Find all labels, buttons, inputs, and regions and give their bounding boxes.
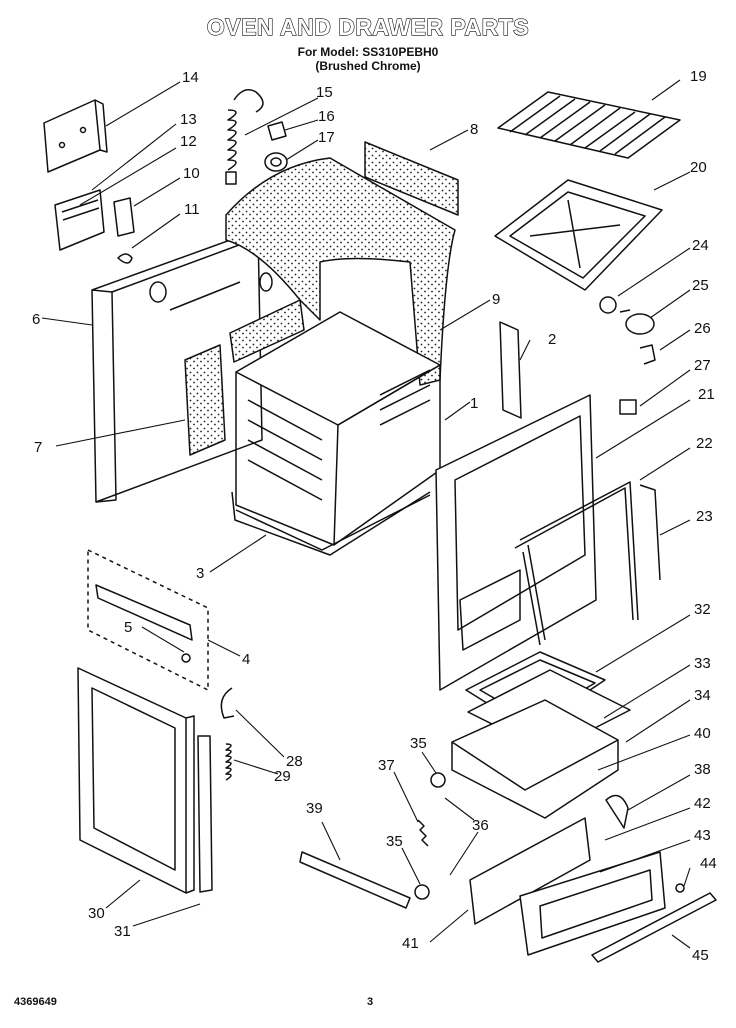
- part-label-12: 12: [180, 133, 197, 150]
- part-label-39: 39: [306, 800, 323, 817]
- part-label-17: 17: [318, 129, 335, 146]
- part-label-1: 1: [470, 395, 478, 412]
- part-15-cable: [225, 89, 264, 185]
- part-29-spring: [225, 743, 232, 781]
- part-40-drawer-body: [451, 699, 619, 819]
- part-number-labels: 1234567891011121314151617192021222324252…: [32, 68, 717, 964]
- part-30-oven-door: [77, 667, 195, 894]
- part-39-drawer-rail: [299, 851, 411, 909]
- part-11-grommet: [117, 253, 133, 264]
- part-28-hinge: [220, 687, 235, 719]
- part-label-38: 38: [694, 761, 711, 778]
- part-label-15: 15: [316, 84, 333, 101]
- part-label-21: 21: [698, 386, 715, 403]
- part-label-44: 44: [700, 855, 717, 872]
- part-22-23-gasket: [514, 481, 661, 646]
- part-label-30: 30: [88, 905, 105, 922]
- finish-line: (Brushed Chrome): [315, 59, 421, 73]
- part-12-13-strips: [54, 189, 105, 251]
- part-label-26: 26: [694, 320, 711, 337]
- part-label-31: 31: [114, 923, 131, 940]
- part-16-clip: [267, 121, 287, 141]
- part-41-drawer-panel: [469, 817, 591, 925]
- part-21-front-frame: [435, 394, 597, 691]
- part-label-45: 45: [692, 947, 709, 964]
- part-label-32: 32: [694, 601, 711, 618]
- part-31-door-trim: [197, 735, 213, 893]
- part-43-drawer-front: [519, 851, 666, 956]
- part-26-clip: [639, 344, 656, 365]
- part-label-7: 7: [34, 439, 42, 456]
- part-3-bottom-panel: [235, 494, 431, 551]
- part-label-13: 13: [180, 111, 197, 128]
- part-7-insulation: [184, 299, 305, 456]
- part-label-41: 41: [402, 935, 419, 952]
- part-label-35: 35: [386, 833, 403, 850]
- part-label-6: 6: [32, 311, 40, 328]
- leader-lines: [41, 79, 691, 949]
- part-label-28: 28: [286, 753, 303, 770]
- oven-cavity: [231, 311, 441, 556]
- part-label-33: 33: [694, 655, 711, 672]
- part-label-19: 19: [690, 68, 707, 85]
- part-label-29: 29: [274, 768, 291, 785]
- part-label-35: 35: [410, 735, 427, 752]
- part-38-latch: [605, 794, 629, 829]
- part-label-16: 16: [318, 108, 335, 125]
- model-line: For Model: SS310PEBH0: [297, 45, 439, 59]
- part-label-25: 25: [692, 277, 709, 294]
- page-number: 3: [367, 996, 374, 1008]
- part-37-spring: [417, 819, 429, 847]
- part-44-screw: [675, 883, 685, 893]
- part-label-22: 22: [696, 435, 713, 452]
- part-27-pad: [619, 399, 637, 415]
- part-label-40: 40: [694, 725, 711, 742]
- part-19-oven-rack: [497, 91, 681, 159]
- part-label-23: 23: [696, 508, 713, 525]
- part-label-43: 43: [694, 827, 711, 844]
- part-10-clip: [113, 197, 135, 237]
- part-label-14: 14: [182, 69, 199, 86]
- diagram-title: OVEN AND DRAWER PARTS: [206, 13, 530, 40]
- part-label-5: 5: [124, 619, 132, 636]
- part-label-11: 11: [184, 201, 200, 218]
- part-label-37: 37: [378, 757, 395, 774]
- part-label-4: 4: [242, 651, 250, 668]
- part-label-27: 27: [694, 357, 711, 374]
- part-label-8: 8: [470, 121, 478, 138]
- part-24-25-light-bulb: [599, 296, 655, 335]
- part-8-insulation-strip: [364, 141, 459, 216]
- part-45-drawer-trim: [591, 892, 717, 963]
- part-17-nut: [264, 152, 288, 172]
- part-4-5-vent-trim: [87, 549, 209, 691]
- part-2-plate: [499, 321, 522, 419]
- part-20-broiler-pan: [494, 179, 663, 291]
- part-label-34: 34: [694, 687, 711, 704]
- part-label-20: 20: [690, 159, 707, 176]
- part-label-9: 9: [492, 291, 500, 308]
- part-label-36: 36: [472, 817, 489, 834]
- part-label-3: 3: [196, 565, 204, 582]
- part-35-roller-upper: [430, 772, 446, 788]
- part-14-bracket: [43, 99, 108, 173]
- part-label-24: 24: [692, 237, 709, 254]
- part-label-42: 42: [694, 795, 711, 812]
- document-number: 4369649: [14, 996, 57, 1008]
- part-label-2: 2: [548, 331, 556, 348]
- part-label-10: 10: [183, 165, 200, 182]
- part-35-roller-lower: [414, 884, 430, 900]
